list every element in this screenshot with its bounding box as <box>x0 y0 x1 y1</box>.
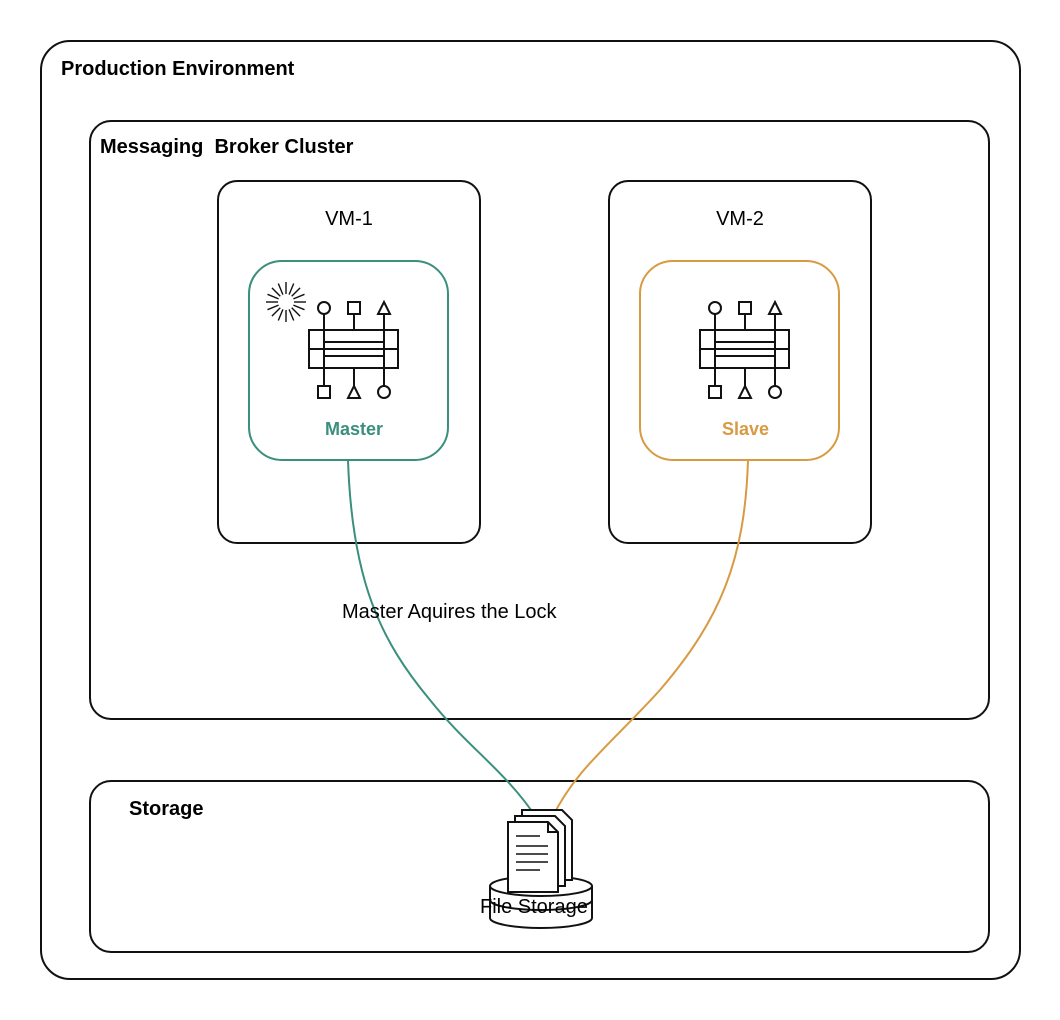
vm-2-container: VM-2 <box>608 180 872 544</box>
storage-title: Storage <box>129 798 204 820</box>
vm-1-container: VM-1 <box>217 180 481 544</box>
vm-1-label: VM-1 <box>325 208 373 230</box>
storage-container <box>89 780 990 953</box>
slave-label: Slave <box>722 419 770 439</box>
file-storage-label: File Storage <box>480 896 588 918</box>
broker-cluster-container <box>89 120 990 720</box>
vm-2-label: VM-2 <box>716 208 764 230</box>
master-connector <box>347 459 539 821</box>
master-label: Master <box>325 419 384 439</box>
slave-connector <box>551 459 749 819</box>
production-environment-title: Production Environment <box>61 58 295 80</box>
broker-cluster-title: Messaging Broker Cluster <box>100 136 354 158</box>
production-environment-container <box>40 40 1021 980</box>
master-node[interactable] <box>248 260 449 461</box>
slave-node[interactable] <box>639 260 840 461</box>
connection-label: Master Aquires the Lock <box>342 601 557 623</box>
